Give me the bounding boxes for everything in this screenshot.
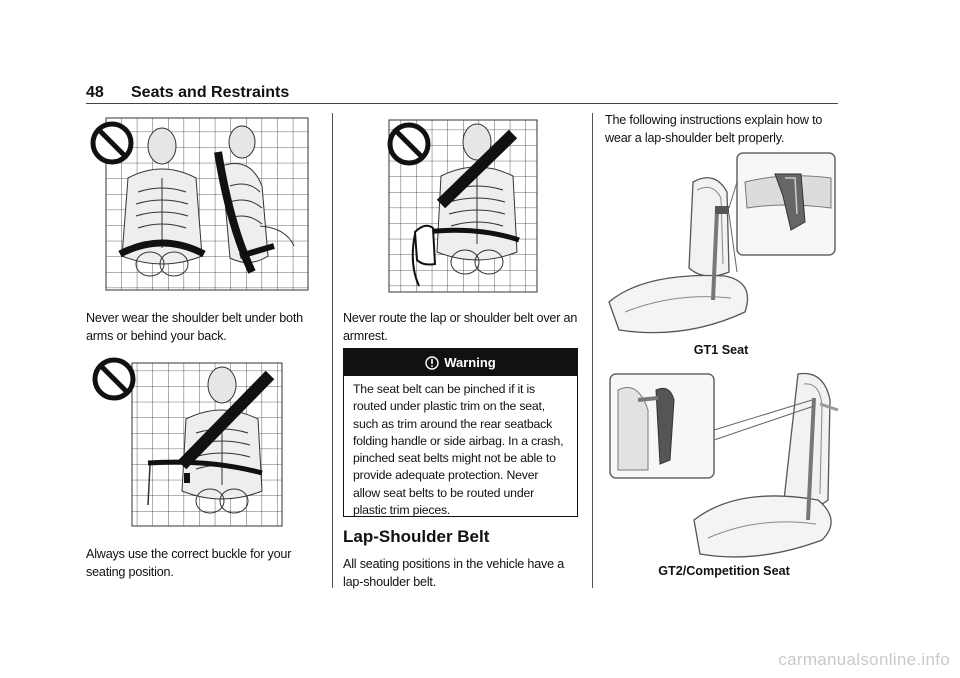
figure-gt1-seat	[605, 152, 837, 342]
caption-gt1-seat: GT1 Seat	[693, 343, 749, 357]
warning-box: Warning The seat belt can be pinched if …	[343, 348, 578, 517]
section-title: Lap-Shoulder Belt	[343, 527, 490, 546]
paragraph-shoulder-belt: Never wear the shoulder belt under both …	[86, 311, 303, 343]
watermark: carmanualsonline.info	[778, 650, 950, 669]
page-header: 48 Seats and Restraints	[86, 80, 838, 104]
figure-belt-behind-back	[90, 116, 310, 292]
warning-icon	[425, 355, 439, 370]
prohibited-icon	[92, 357, 136, 401]
column-divider-right	[592, 113, 593, 588]
chapter-title: Seats and Restraints	[131, 84, 290, 101]
prohibited-icon	[387, 122, 431, 166]
caption-gt2-seat: GT2/Competition Seat	[658, 564, 790, 578]
figure-gt2-seat	[608, 370, 840, 560]
column-divider-left	[332, 113, 333, 588]
paragraph-correct-buckle: Always use the correct buckle for your s…	[86, 547, 292, 579]
figure-belt-over-armrest	[385, 114, 560, 294]
paragraph-instructions: The following instructions explain how t…	[605, 113, 823, 145]
header-rule	[86, 103, 838, 104]
prohibited-icon	[90, 121, 134, 165]
page-number: 48	[86, 84, 104, 101]
warning-text: The seat belt can be pinched if it is ro…	[353, 382, 564, 518]
paragraph-lap-shoulder: All seating positions in the vehicle hav…	[343, 557, 565, 589]
warning-title: Warning	[444, 355, 496, 370]
warning-header: Warning	[344, 349, 577, 376]
paragraph-armrest: Never route the lap or shoulder belt ove…	[343, 311, 578, 343]
figure-wrong-buckle	[90, 355, 285, 528]
